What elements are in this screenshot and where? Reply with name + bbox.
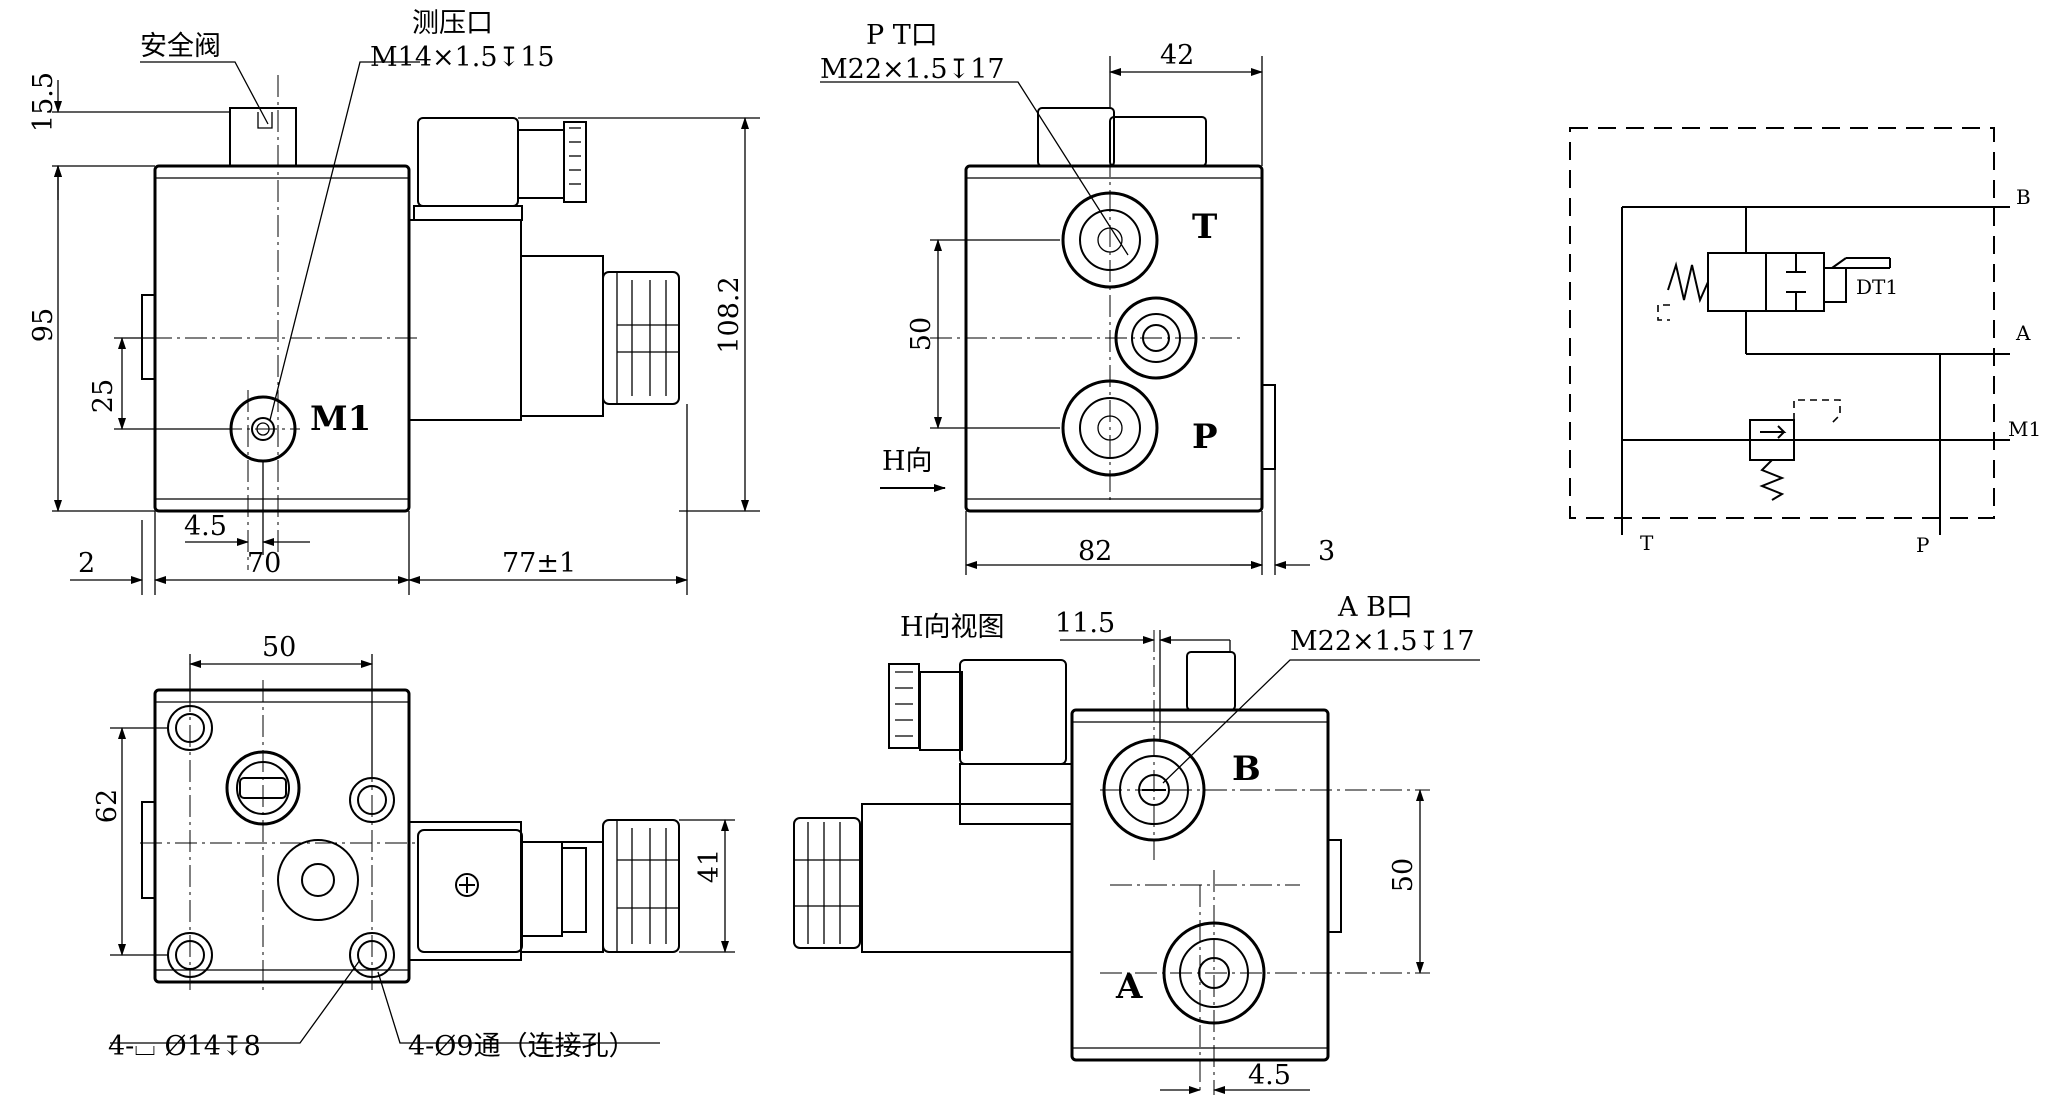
h-view <box>793 630 1480 1095</box>
test-port-label: 测压口 <box>412 8 493 39</box>
test-port-spec: M14×1.5↧15 <box>370 42 555 73</box>
dim-15-5: 15.5 <box>28 72 59 132</box>
labels: 安全阀 测压口 M14×1.5↧15 M1 15.5 95 25 108.2 4… <box>28 8 2041 1091</box>
dim-82: 82 <box>1078 536 1112 567</box>
dim-11-5: 11.5 <box>1055 608 1115 639</box>
a-port-label: A <box>1115 967 1143 1007</box>
t-port-label: T <box>1192 207 1217 247</box>
dim-95: 95 <box>28 308 59 342</box>
pt-port-label: P T口 <box>866 20 938 51</box>
relief-valve-cap <box>229 107 297 167</box>
front-view <box>52 61 760 595</box>
dim-70: 70 <box>247 548 281 579</box>
bottom-body <box>153 688 411 984</box>
h-view-title: H向视图 <box>900 612 1005 643</box>
dim-3: 3 <box>1318 536 1335 567</box>
schematic-t: T <box>1640 531 1654 555</box>
pt-port-spec: M22×1.5↧17 <box>820 54 1005 85</box>
relief-valve-label: 安全阀 <box>140 31 221 62</box>
through-hole-note: 4-Ø9通（连接孔） <box>408 1031 636 1062</box>
solenoid-coil <box>408 219 522 421</box>
p-port-label: P <box>1192 417 1218 457</box>
b-port-label: B <box>1232 749 1261 789</box>
dim-41: 41 <box>694 849 725 883</box>
bottom-view <box>110 654 735 1044</box>
ab-port-spec: M22×1.5↧17 <box>1290 626 1475 657</box>
dim-50-side: 50 <box>906 317 937 351</box>
ab-port-label: A B口 <box>1337 592 1413 623</box>
dim-2: 2 <box>78 548 95 579</box>
dim-50-h: 50 <box>1388 858 1419 892</box>
dim-42: 42 <box>1160 40 1194 71</box>
coil-nut <box>602 271 680 405</box>
counterbore-note: 4-⌴ Ø14↧8 <box>108 1031 261 1062</box>
dim-62: 62 <box>92 789 123 823</box>
schematic-a: A <box>2015 321 2031 345</box>
schematic-b: B <box>2016 185 2031 209</box>
side-view <box>820 56 1310 575</box>
dim-4-5-front: 4.5 <box>184 511 227 542</box>
hydraulic-schematic <box>1569 127 2010 535</box>
h-direction-label: H向 <box>882 446 933 477</box>
connector-housing <box>417 117 519 207</box>
m1-port-label: M1 <box>310 399 371 439</box>
schematic-m1: M1 <box>2008 417 2041 441</box>
dim-108-2: 108.2 <box>714 276 745 353</box>
schematic-dt1: DT1 <box>1856 275 1898 299</box>
dim-4-5-h: 4.5 <box>1248 1060 1291 1091</box>
dim-77: 77±1 <box>502 548 576 579</box>
dim-50-bottom: 50 <box>262 632 296 663</box>
schematic-p: P <box>1916 533 1929 557</box>
dim-25: 25 <box>88 379 119 413</box>
